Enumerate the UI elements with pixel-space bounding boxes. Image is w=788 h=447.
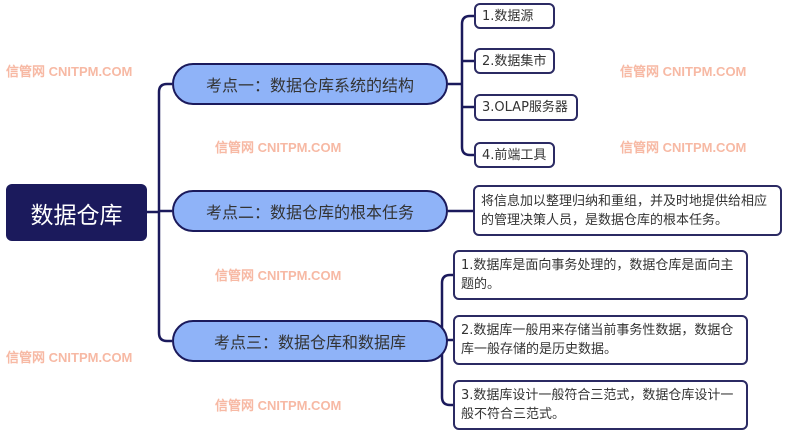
branch-label: 考点二：数据仓库的根本任务: [205, 203, 414, 222]
leaf-node[interactable]: 2.数据集市: [474, 48, 555, 74]
root-label: 数据仓库: [30, 202, 123, 229]
leaf-node[interactable]: 3.OLAP服务器: [474, 94, 578, 121]
watermark: 信管网 CNITPM.COM: [620, 140, 747, 155]
watermark: 信管网 CNITPM.COM: [620, 64, 747, 79]
leaf-node[interactable]: 1.数据库是面向事务处理的，数据仓库是面向主题的。: [453, 250, 748, 300]
leaf-node[interactable]: 将信息加以整理归纳和重组，并及时地提供给相应的管理决策人员，是数据仓库的根本任务…: [473, 185, 782, 236]
branch-structure[interactable]: 考点一：数据仓库系统的结构: [172, 63, 448, 105]
leaf-text: 4.前端工具: [482, 147, 547, 163]
leaf-text: 2.数据库一般用来存储当前事务性数据，数据仓库一般存储的是历史数据。: [461, 323, 734, 357]
leaf-text: 2.数据集市: [482, 53, 547, 69]
leaf-text: 将信息加以整理归纳和重组，并及时地提供给相应的管理决策人员，是数据仓库的根本任务…: [481, 193, 768, 228]
branch-label: 考点一：数据仓库系统的结构: [205, 76, 414, 95]
leaf-text: 3.数据库设计一般符合三范式，数据仓库设计一般不符合三范式。: [461, 388, 734, 422]
watermark: 信管网 CNITPM.COM: [6, 64, 133, 79]
leaf-node[interactable]: 3.数据库设计一般符合三范式，数据仓库设计一般不符合三范式。: [453, 380, 748, 430]
leaf-node[interactable]: 1.数据源: [474, 3, 555, 29]
leaf-node[interactable]: 2.数据库一般用来存储当前事务性数据，数据仓库一般存储的是历史数据。: [453, 315, 748, 365]
leaf-text: 3.OLAP服务器: [482, 100, 568, 115]
branch-compare[interactable]: 考点三：数据仓库和数据库: [172, 320, 448, 362]
watermark: 信管网 CNITPM.COM: [6, 350, 133, 365]
leaf-text: 1.数据库是面向事务处理的，数据仓库是面向主题的。: [461, 258, 734, 292]
watermark: 信管网 CNITPM.COM: [215, 140, 342, 155]
watermark: 信管网 CNITPM.COM: [215, 268, 342, 283]
leaf-node[interactable]: 4.前端工具: [474, 142, 555, 168]
branch-task[interactable]: 考点二：数据仓库的根本任务: [172, 190, 448, 232]
watermark: 信管网 CNITPM.COM: [215, 398, 342, 413]
root-node[interactable]: 数据仓库: [6, 184, 147, 241]
branch-label: 考点三：数据仓库和数据库: [213, 333, 406, 352]
leaf-text: 1.数据源: [482, 8, 534, 24]
